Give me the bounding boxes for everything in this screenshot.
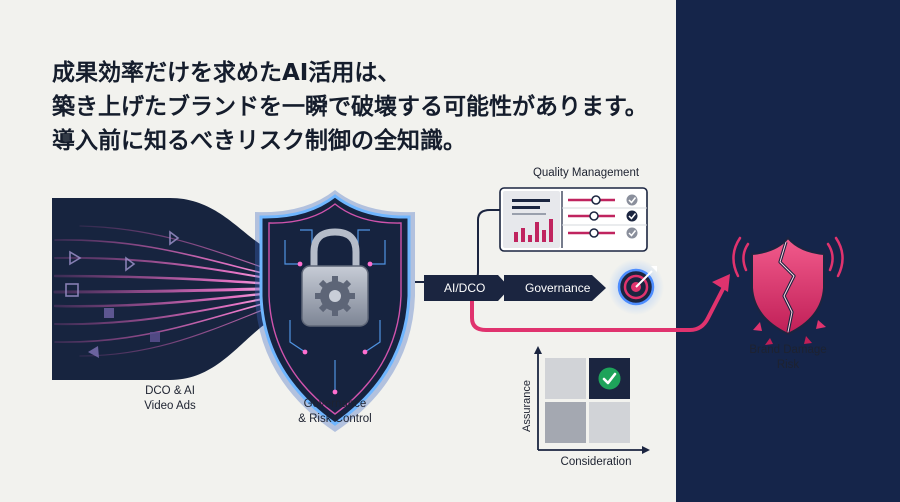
slider-rows <box>562 195 647 238</box>
media-shapes <box>65 230 180 358</box>
source-label: DCO & AI Video Ads <box>130 384 210 414</box>
arrow-label-ai-dco: AI/DCO <box>444 281 486 295</box>
check-icons <box>626 194 638 239</box>
shield-label: Governance & Risk Control <box>280 397 390 427</box>
assurance-matrix: Assurance <box>521 346 650 454</box>
gear-icon <box>315 276 355 316</box>
matrix-x-label: Consideration <box>560 456 632 468</box>
arrow-governance <box>504 275 606 301</box>
quality-management-panel <box>499 187 648 252</box>
target-icon <box>608 259 664 315</box>
circuit-lines <box>284 229 386 392</box>
headline-line-2: 築き上げたブランドを一瞬で破壊する可能性があります。 <box>52 94 648 120</box>
arrow-ai-dco <box>424 275 510 301</box>
shield-label-line-1: Governance <box>303 398 367 410</box>
arrow-label-governance: Governance <box>525 281 591 295</box>
headline-line-1: 成果効率だけを求めたAI活用は、 <box>52 60 401 86</box>
source-label-line-2: Video Ads <box>144 400 196 412</box>
broken-shield-icon <box>732 236 844 345</box>
lock-icon <box>301 228 369 327</box>
risk-arrowhead <box>712 274 730 292</box>
shield-label-line-2: & Risk Control <box>298 413 372 425</box>
matrix-y-label: Assurance <box>521 380 533 432</box>
risk-label-line-2: Risk <box>776 359 800 371</box>
source-label-line-1: DCO & AI <box>145 385 195 397</box>
risk-line <box>470 281 728 332</box>
connector-lines <box>415 209 500 283</box>
risk-label-line-1: Brand Damage <box>749 344 827 356</box>
quality-label: Quality Management <box>532 167 640 179</box>
risk-label: Brand Damage Risk <box>733 343 843 373</box>
headline: 成果効率だけを求めたAI活用は、 築き上げたブランドを一瞬で破壊する可能性があり… <box>52 56 648 158</box>
governance-shield <box>255 190 415 432</box>
headline-line-3: 導入前に知るべきリスク制御の全知識。 <box>52 128 466 154</box>
check-icon <box>598 367 621 390</box>
